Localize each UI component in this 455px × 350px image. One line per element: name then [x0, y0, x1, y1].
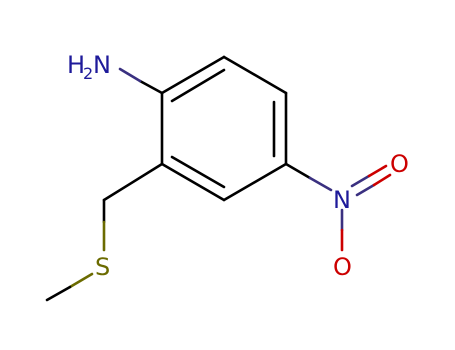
bond-n-o1-b-blue [355, 183, 376, 197]
bond-n-o1-b-red [372, 173, 392, 187]
sulfur-label: S [95, 253, 110, 281]
double-bond-c5-c6-inner [170, 155, 226, 189]
amine-h-label: H [67, 51, 85, 79]
bond-c5-c6 [160, 162, 226, 202]
amine-subscript-label: 2 [83, 64, 93, 83]
bond-n-o1-a-blue [350, 174, 371, 188]
bond-s-ch3-colored [68, 272, 94, 289]
bond-c4-nitro-colored [308, 176, 333, 192]
double-bond-c1-c2-inner [170, 68, 226, 103]
bond-c4-c5 [222, 162, 288, 202]
nitro-n-label: N [333, 186, 351, 214]
amine-n-label: N [93, 51, 111, 79]
bond-c6-ch2 [102, 162, 164, 202]
nitro-o1-label: O [390, 150, 409, 178]
bond-n-o1-a-red [367, 164, 388, 178]
bond-c2-c3 [222, 55, 288, 95]
bond-s-ch3-dark [45, 285, 72, 302]
bond-c1-c2 [160, 55, 226, 95]
bond-c1-nh2-colored [118, 67, 142, 83]
bond-c4-nitro-dark [284, 162, 312, 180]
bond-c1-nh2-dark [138, 79, 164, 95]
nitro-o2-label: O [333, 253, 352, 281]
